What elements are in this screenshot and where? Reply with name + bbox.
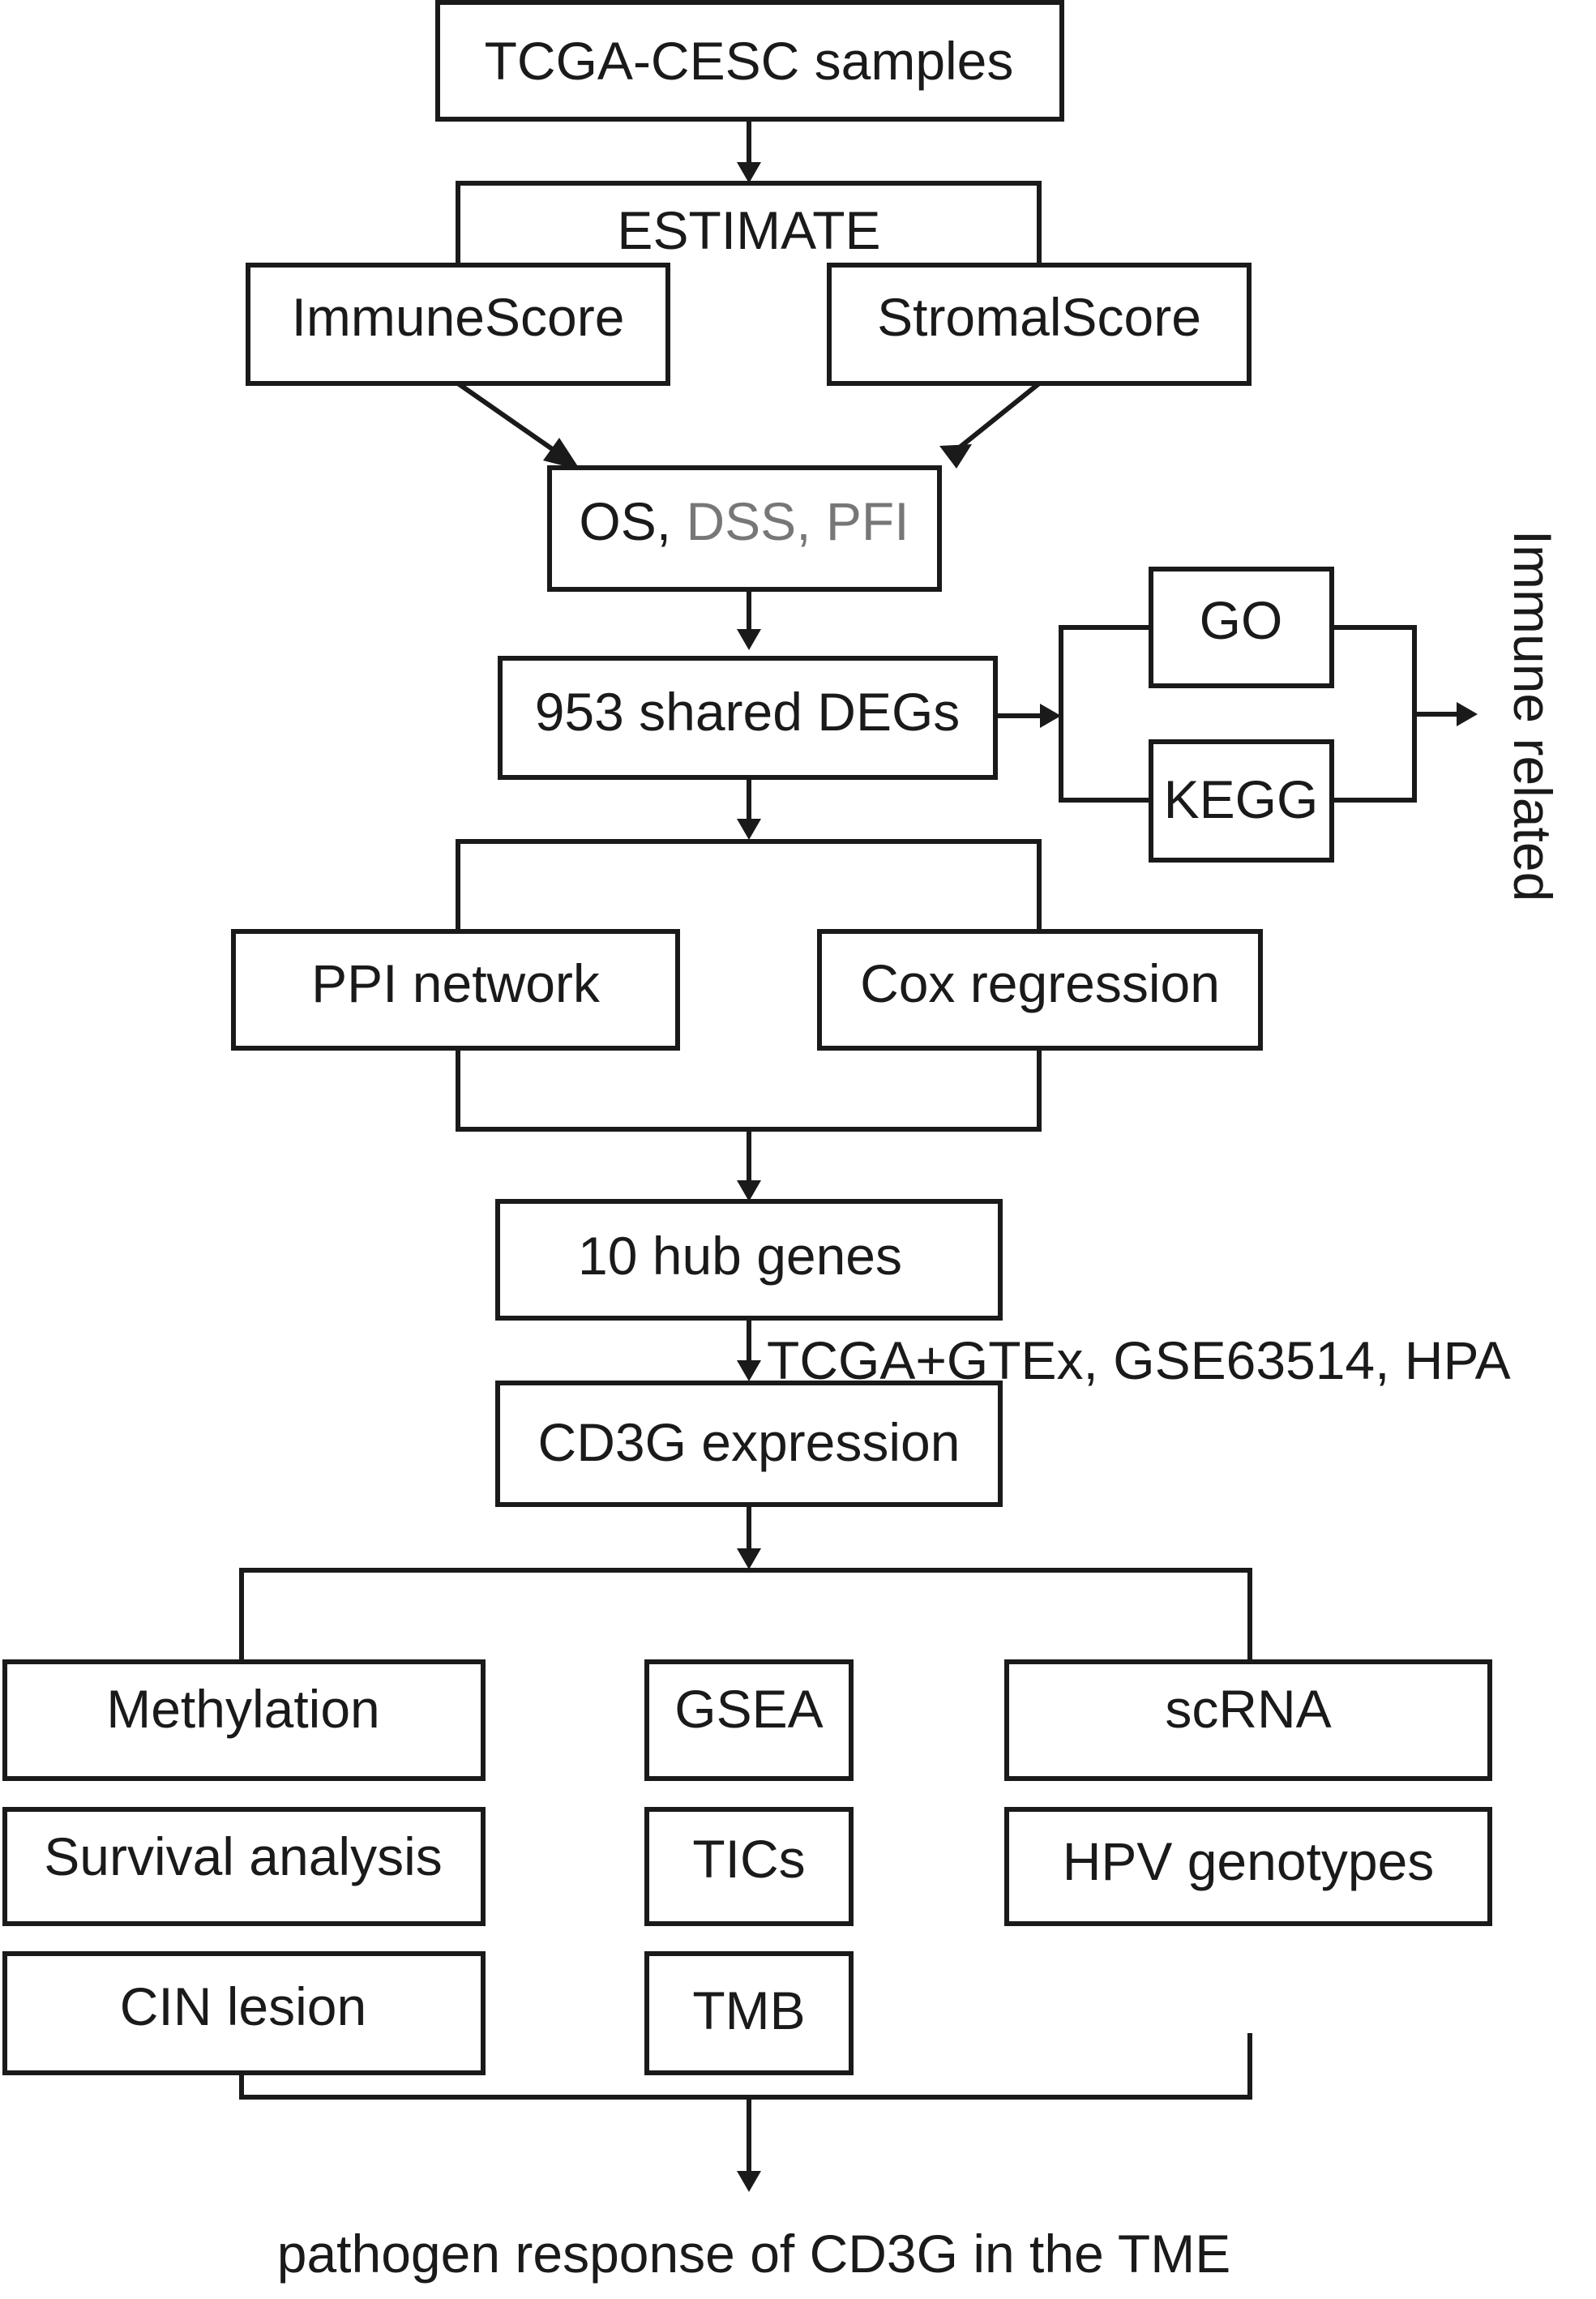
ppi-label: PPI network: [311, 953, 601, 1013]
immune-score-label: ImmuneScore: [292, 287, 625, 347]
estimate-bracket: [456, 181, 1042, 265]
kegg-label: KEGG: [1164, 769, 1319, 829]
scrna-label: scRNA: [1165, 1679, 1331, 1739]
samples-box: [435, 0, 1064, 122]
survival-analysis-label: Survival analysis: [44, 1826, 443, 1886]
arrowhead: [737, 629, 761, 650]
conclusion-label: pathogen response of CD3G in the TME: [277, 2224, 1230, 2284]
enrichment-left-bracket: [1059, 625, 1151, 803]
methylation-label: Methylation: [106, 1679, 380, 1739]
split-bracket: [456, 839, 1042, 931]
hpv-box: [1004, 1807, 1492, 1926]
datasets-label: TCGA+GTEx, GSE63514, HPA: [767, 1330, 1511, 1390]
ppi-box: [231, 929, 680, 1051]
pfi-label: PFI: [826, 491, 909, 551]
samples-label: TCGA-CESC samples: [485, 31, 1014, 91]
arrowhead: [737, 1180, 761, 1201]
stromal-score-box: [827, 263, 1252, 386]
os-label: OS: [579, 491, 656, 551]
arrowhead: [939, 444, 972, 469]
go-box: [1149, 567, 1334, 688]
tmb-box: [644, 1951, 854, 2075]
immune-score-box: [246, 263, 670, 386]
separator: ,: [657, 491, 687, 551]
cd3g-label: CD3G expression: [538, 1412, 961, 1472]
gsea-box: [644, 1659, 854, 1781]
tics-label: TICs: [692, 1829, 805, 1889]
survival-endpoints-label: OS, DSS, PFI: [579, 491, 909, 551]
kegg-box: [1149, 739, 1334, 863]
gsea-label: GSEA: [674, 1679, 823, 1739]
arrowhead: [1040, 704, 1061, 728]
dss-label: DSS: [686, 491, 796, 551]
arrowhead: [737, 819, 761, 840]
survival-analysis-box: [2, 1807, 486, 1926]
enrichment-right-bracket: [1332, 625, 1417, 803]
go-label: GO: [1200, 590, 1283, 650]
arrowhead: [737, 162, 761, 183]
cin-box: [2, 1951, 486, 2075]
stromal-score-label: StromalScore: [877, 287, 1201, 347]
connector-immune-os: [456, 381, 561, 456]
survival-endpoints-box: [547, 465, 942, 592]
tmb-label: TMB: [692, 1980, 805, 2040]
scrna-box: [1004, 1659, 1492, 1781]
hub-genes-box: [495, 1199, 1003, 1321]
cin-label: CIN lesion: [120, 1976, 366, 2036]
connector-stromal-os: [955, 381, 1041, 452]
analysis-split-bracket: [239, 1568, 1252, 1662]
immune-related-label: Immune related: [1503, 530, 1563, 902]
cd3g-box: [495, 1381, 1003, 1507]
hub-genes-label: 10 hub genes: [578, 1226, 902, 1286]
hpv-label: HPV genotypes: [1063, 1831, 1435, 1891]
arrowhead: [543, 438, 580, 470]
cox-label: Cox regression: [860, 953, 1220, 1013]
arrowhead: [737, 1360, 761, 1381]
separator: ,: [796, 491, 826, 551]
degs-box: [498, 656, 998, 780]
degs-label: 953 shared DEGs: [535, 682, 961, 742]
arrowhead: [737, 1548, 761, 1569]
methylation-box: [2, 1659, 486, 1781]
merge-bracket: [456, 1048, 1042, 1132]
arrowhead: [1457, 702, 1478, 726]
estimate-label: ESTIMATE: [617, 200, 880, 260]
arrowhead: [737, 2171, 761, 2192]
tics-box: [644, 1807, 854, 1926]
cox-box: [817, 929, 1263, 1051]
